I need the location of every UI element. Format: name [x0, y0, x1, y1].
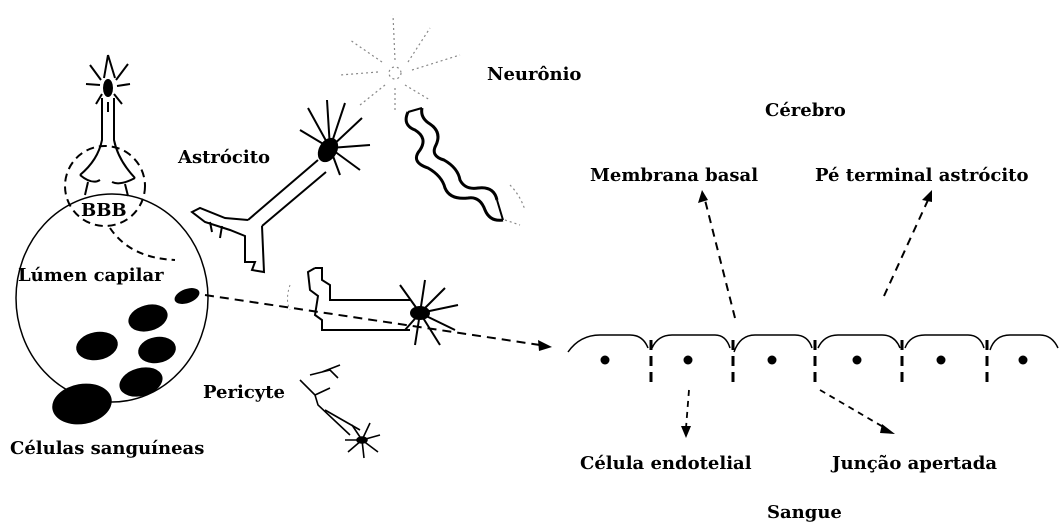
basal-membrane-label: Membrana basal [590, 165, 758, 186]
barrier-up-arrows [705, 200, 928, 318]
brain-label: Cérebro [765, 100, 846, 121]
blood-cells-label: Células sanguíneas [10, 438, 204, 459]
tight-junction-label: Junção apertada [830, 453, 997, 474]
blood-cells [49, 285, 202, 429]
neuron-faint [340, 15, 525, 225]
endothelial-cell-label: Célula endotelial [580, 453, 752, 474]
astrocyte-middle [308, 268, 458, 345]
endothelial-arrow-head [681, 426, 691, 438]
faint-fragment [288, 285, 291, 310]
bbb-pointer [110, 228, 175, 260]
barrier-down-arrows [686, 390, 885, 428]
blood-label: Sangue [767, 502, 842, 523]
basal-arrow-head [698, 190, 708, 203]
neuron-label: Neurônio [487, 64, 581, 85]
astrocyte-endfoot-label: Pé terminal astrócito [815, 165, 1028, 186]
pericyte-label: Pericyte [203, 382, 285, 403]
pericyte-cell [300, 365, 380, 458]
junction-arrow-head [880, 424, 895, 434]
endothelial-layer [568, 335, 1058, 352]
bbb-label: BBB [81, 200, 127, 221]
capillary-label: Lúmen capilar [18, 265, 164, 286]
astrocyte-label: Astrócito [177, 147, 270, 168]
neuron-top [80, 55, 135, 196]
bbb-arrow-head [538, 340, 552, 351]
axon-segment [406, 108, 503, 220]
bbb-to-barrier-arrow [205, 295, 540, 345]
astrocyte-upper [192, 100, 370, 272]
endfoot-arrow-head [922, 190, 932, 202]
